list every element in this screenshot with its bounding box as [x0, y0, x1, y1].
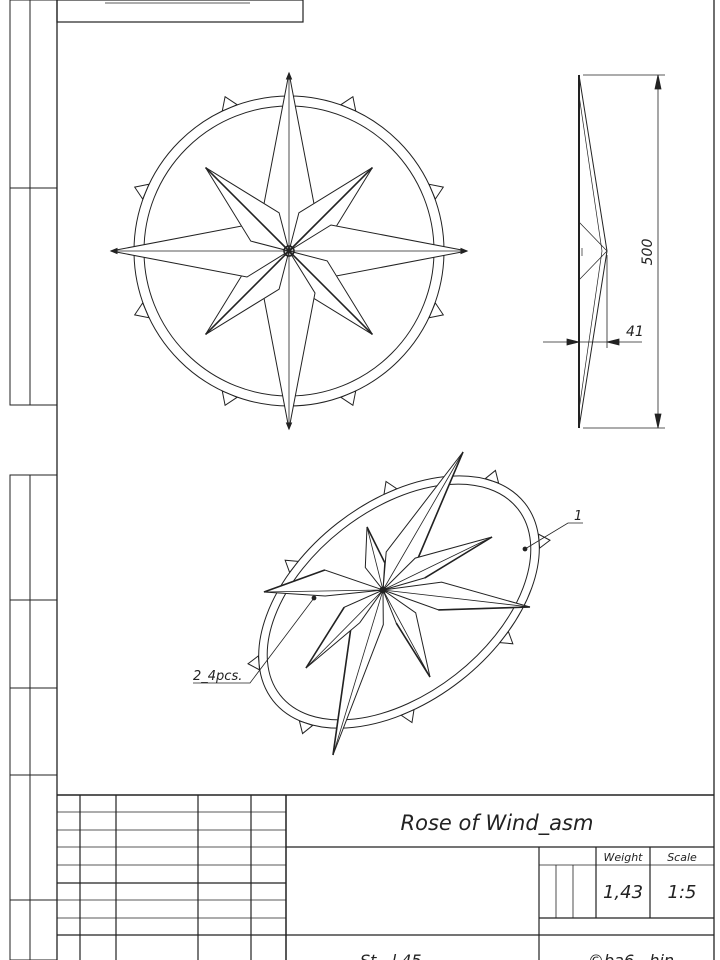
rim-spike	[339, 390, 357, 407]
iso-rim-spike	[284, 559, 300, 574]
top-view-compass-rose	[109, 71, 469, 431]
iso-diagonal-ray	[305, 588, 385, 669]
iso-outer-rim	[258, 475, 540, 729]
callout-leaders	[193, 522, 583, 684]
rim-spike	[428, 301, 445, 319]
iso-rim-spike	[498, 630, 514, 645]
iso-inner-rim	[266, 483, 532, 721]
rim-spike	[221, 95, 239, 112]
rim-spike	[221, 390, 239, 407]
rim-spike	[133, 183, 150, 201]
iso-rim-spike	[400, 708, 415, 724]
iso-rim-spike	[298, 720, 314, 735]
rim-spikes	[133, 95, 445, 407]
material-partial-text: St...l 45	[360, 951, 422, 960]
dimension-height	[583, 74, 665, 429]
iso-rim-spike	[383, 480, 398, 496]
author-partial-text: ©ba6...hin	[588, 951, 674, 960]
center-hub	[283, 245, 295, 257]
iso-main-ray	[382, 451, 464, 592]
iso-rim-spike	[247, 654, 261, 671]
diagonal-ray	[204, 166, 290, 252]
iso-diagonal-ray	[381, 588, 431, 678]
callout-rim-label: 1	[574, 509, 582, 524]
iso-diagonal-ray	[364, 526, 386, 592]
drawing-title: Rose of Wind_asm	[401, 811, 594, 836]
rim-spike	[339, 95, 357, 112]
iso-diagonal-ray	[382, 536, 493, 591]
iso-main-ray	[263, 569, 384, 597]
sheet-frame	[9, 0, 715, 960]
iso-rim-spike	[484, 469, 500, 484]
rim-spike	[428, 183, 445, 201]
iso-rim-spikes	[247, 469, 551, 735]
dimension-thickness-label: 41	[626, 324, 644, 340]
scale-value: 1:5	[668, 882, 697, 903]
iso-star-rays	[263, 451, 531, 756]
weight-label: Weight	[604, 851, 644, 864]
title-block	[57, 794, 714, 960]
rim-spike	[133, 301, 150, 319]
star-rays	[109, 71, 469, 431]
dimension-height-label: 500	[640, 239, 656, 266]
weight-value: 1,43	[603, 882, 643, 903]
scale-label: Scale	[667, 851, 697, 864]
callout-star-label: 2_4pcs.	[193, 669, 242, 684]
side-view	[543, 74, 665, 429]
iso-main-ray	[382, 581, 531, 611]
isometric-view	[193, 451, 583, 756]
dimension-thickness	[543, 255, 642, 348]
